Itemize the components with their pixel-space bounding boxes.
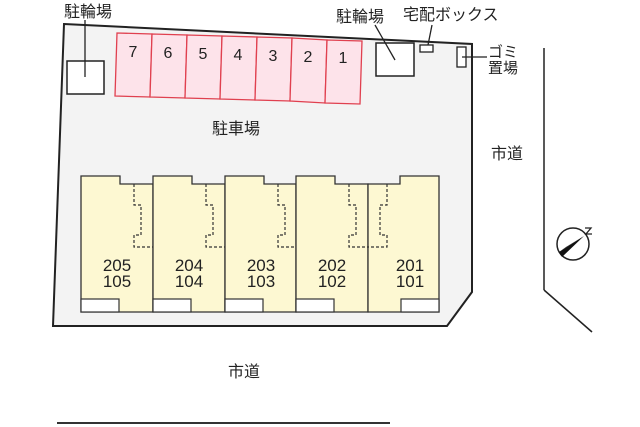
parking-space-number: 6 bbox=[163, 45, 173, 62]
building bbox=[80, 175, 440, 313]
bicycle-parking-left-label: 駐輪場 bbox=[64, 2, 113, 21]
unit-label-203-103: 203 103 bbox=[246, 256, 276, 291]
parking-space-number: 2 bbox=[303, 49, 313, 66]
entrances bbox=[80, 298, 440, 313]
delivery-box bbox=[419, 44, 434, 53]
parking-space-number: 3 bbox=[268, 48, 278, 65]
east-road-label: 市道 bbox=[491, 144, 524, 163]
unit-label-201-101: 201 101 bbox=[395, 256, 425, 291]
parking-spaces bbox=[114, 32, 363, 105]
delivery-box-label: 宅配ボックス bbox=[403, 5, 499, 24]
parking-space-number: 7 bbox=[128, 44, 138, 61]
parking-space-number: 5 bbox=[198, 46, 208, 63]
unit-label-202-102: 202 102 bbox=[317, 256, 347, 291]
bicycle-parking-left bbox=[66, 60, 105, 95]
unit-label-205-105: 205 105 bbox=[102, 256, 132, 291]
bicycle-parking-right-label: 駐輪場 bbox=[336, 7, 385, 26]
parking-lot-label: 駐車場 bbox=[212, 119, 261, 138]
parking-space-number: 4 bbox=[233, 47, 243, 64]
garbage-area-label-1: ゴミ bbox=[488, 43, 519, 61]
unit-label-204-104: 204 104 bbox=[174, 256, 204, 291]
parking-space-number: 1 bbox=[338, 50, 348, 67]
stairs-outlines bbox=[133, 184, 388, 248]
south-road-label: 市道 bbox=[228, 362, 261, 381]
compass-icon bbox=[556, 227, 593, 261]
garbage-area-label-2: 置場 bbox=[488, 59, 519, 77]
